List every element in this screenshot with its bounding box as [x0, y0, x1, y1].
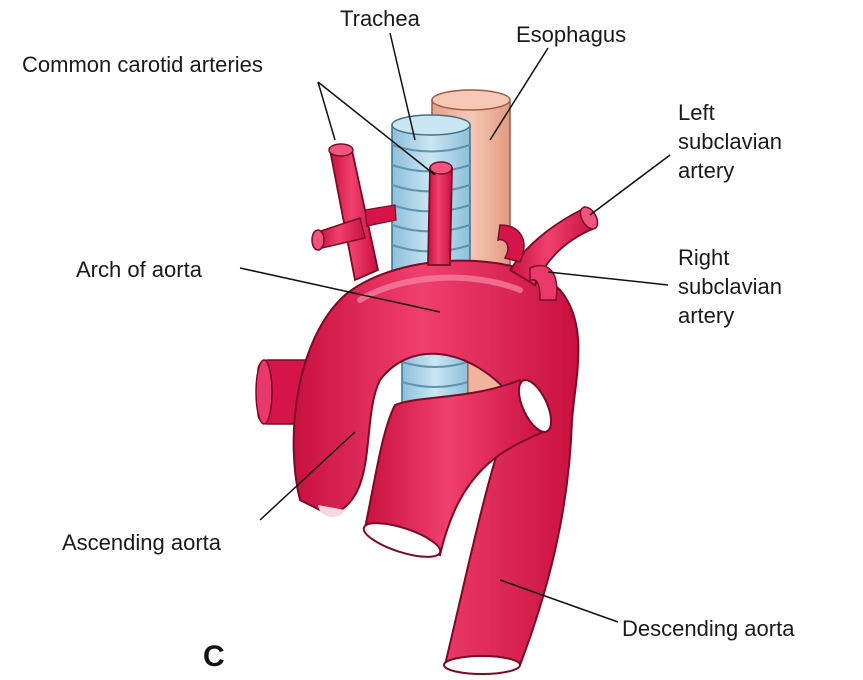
panel-letter: C [203, 640, 225, 674]
leader-left-subclavian [590, 155, 670, 215]
label-descending-aorta: Descending aorta [622, 614, 794, 643]
label-common-carotid-arteries: Common carotid arteries [22, 50, 263, 79]
label-left-subclavian-line3: artery [678, 156, 782, 185]
leader-right-subclavian [548, 272, 668, 285]
label-esophagus: Esophagus [516, 20, 626, 49]
label-trachea: Trachea [340, 4, 420, 33]
label-left-subclavian-line2: subclavian [678, 127, 782, 156]
label-right-subclavian-line1: Right [678, 243, 782, 272]
label-ascending-aorta: Ascending aorta [62, 528, 221, 557]
label-right-subclavian-artery: Right subclavian artery [678, 243, 782, 330]
label-right-subclavian-line2: subclavian [678, 272, 782, 301]
left-common-carotid [312, 144, 396, 280]
label-left-subclavian-artery: Left subclavian artery [678, 98, 782, 185]
label-arch-of-aorta: Arch of aorta [76, 255, 202, 284]
label-right-subclavian-line3: artery [678, 301, 782, 330]
right-common-carotid [428, 162, 452, 265]
leader-common-carotid-left [318, 82, 335, 140]
label-left-subclavian-line1: Left [678, 98, 782, 127]
